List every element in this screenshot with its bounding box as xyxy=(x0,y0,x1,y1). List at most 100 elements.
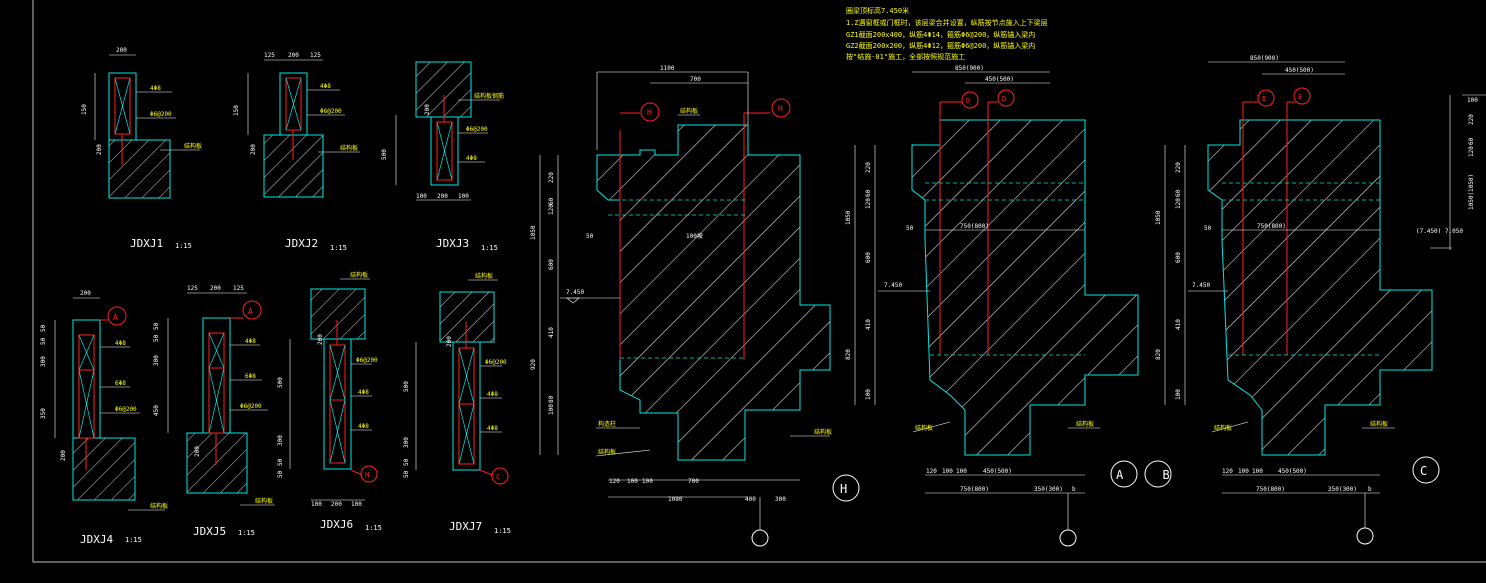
detail-title: JDXJ7 xyxy=(449,520,482,533)
dim: 200 xyxy=(80,290,91,297)
general-notes: 圈梁顶标高7.450米 1.Z遇窗框或门框时，该层梁合并设置，纵筋按节点施入上下… xyxy=(846,6,1048,61)
dim: 50 xyxy=(153,334,160,342)
detail-jdxj4[interactable]: A 200 50 50 300 350 200 4Φ8 6Φ8 Φ6@200 结… xyxy=(40,290,168,546)
detail-jdxj3[interactable]: 500 100 200 100 200 结构板钢筋 Φ6@200 4Φ8 JDX… xyxy=(381,61,504,252)
axis-circle-bottom xyxy=(751,529,769,547)
dim: 350(300) xyxy=(1328,486,1357,493)
dim: 750(800) xyxy=(1256,486,1285,493)
dim: 300 xyxy=(403,437,410,448)
dim: 920 xyxy=(530,359,537,370)
dim: 100 xyxy=(1252,468,1263,475)
axis-label: E xyxy=(1298,93,1302,101)
dim: 750(800) xyxy=(960,486,989,493)
dim: 750(800) xyxy=(960,223,989,230)
dim: 100 xyxy=(642,478,653,485)
leader-label: 结构板 xyxy=(340,144,358,152)
dim: 200 xyxy=(331,501,342,508)
slab-section xyxy=(310,288,366,340)
axis-label-h: H xyxy=(840,482,847,496)
axis-label: A xyxy=(248,307,253,316)
dim: 500 xyxy=(277,377,284,388)
dim: 600 xyxy=(548,259,555,270)
axis-bubble xyxy=(491,467,509,485)
axis-bubble xyxy=(961,91,979,109)
section-c[interactable]: E E 850(900) 450(500) 220 60 120 1050 60… xyxy=(1155,55,1440,545)
dim: 400 xyxy=(745,496,756,503)
axis-label-c: C xyxy=(1420,464,1427,478)
dim: 50 xyxy=(906,225,914,232)
axis-label: H xyxy=(647,108,652,117)
rebar-label: 4Φ8 xyxy=(487,425,498,432)
dim: 300 xyxy=(153,355,160,366)
dim: 200 xyxy=(96,144,103,155)
slope-label: 100坡 xyxy=(686,232,703,240)
dim: 200 xyxy=(288,52,299,59)
dim: 100 xyxy=(1175,389,1182,400)
dim: 100 xyxy=(1238,468,1249,475)
dim: 125 xyxy=(187,285,198,292)
stirrup xyxy=(208,332,225,434)
dim: 220 xyxy=(865,162,872,173)
section-h[interactable]: 1100 700 220 60 120 1050 600 410 920 80 … xyxy=(530,65,860,547)
leader-label: 结构板 xyxy=(255,497,273,505)
rebar-label: 4Φ8 xyxy=(115,340,126,347)
dim: 850(900) xyxy=(955,65,984,72)
dim: 125 xyxy=(264,52,275,59)
note-line-0: 圈梁顶标高7.450米 xyxy=(846,6,909,15)
axis-bubble xyxy=(242,300,262,320)
section-ab[interactable]: D D 850(900) 450(500) 220 60 120 1050 60… xyxy=(845,65,1186,547)
dim: 200 xyxy=(424,104,431,115)
dim: 100 xyxy=(1467,97,1478,104)
detail-title: JDXJ1 xyxy=(130,237,163,250)
detail-jdxj1[interactable]: 200 150 200 4Φ8 Φ6@200 结构板 JDXJ1 1:15 xyxy=(81,47,202,250)
dim: 120 xyxy=(926,468,937,475)
detail-scale: 1:15 xyxy=(175,242,192,250)
detail-jdxj7[interactable]: C 500 300 50 50 200 结构板 Φ6@200 4Φ8 4Φ8 J… xyxy=(403,272,511,535)
axis-label-ab: A B xyxy=(1116,468,1186,482)
dim: 410 xyxy=(865,319,872,330)
dim: 100 xyxy=(351,501,362,508)
dim: 60 xyxy=(548,197,555,205)
dim: 100 xyxy=(458,193,469,200)
dim: 200 xyxy=(250,144,257,155)
detail-jdxj6[interactable]: H 500 300 50 50 100 200 100 200 结构板 Φ6@2… xyxy=(277,271,382,532)
dim: 1050 xyxy=(845,210,852,225)
axis-bubble xyxy=(997,89,1015,107)
dim: 150 xyxy=(81,104,88,115)
dim: 100 xyxy=(548,404,555,415)
dim: 125 xyxy=(310,52,321,59)
section-partial-right[interactable]: 100 220 60 120 1050(1050) (7.450) 7.050 xyxy=(1416,94,1486,250)
beam-section xyxy=(202,317,231,434)
rebar-label: Φ6@200 xyxy=(240,403,262,410)
dim: 50 xyxy=(403,458,410,466)
rebar-label: 4Φ8 xyxy=(245,338,256,345)
beam-section xyxy=(72,319,101,439)
note-line-3: GZ2截面200x200，纵筋4Φ12，箍筋Φ6@200，纵筋锚入梁内 xyxy=(846,41,1035,50)
axis-bubble xyxy=(771,98,791,118)
dim: 50 xyxy=(403,470,410,478)
dim: 820 xyxy=(845,349,852,360)
dim: 750(800) xyxy=(1257,223,1286,230)
detail-jdxj5[interactable]: A 125 200 125 50 50 300 450 200 4Φ8 6Φ8 … xyxy=(153,285,275,538)
axis-bubble xyxy=(640,102,660,122)
dim: 1050 xyxy=(1155,210,1162,225)
dim: 300 xyxy=(775,496,786,503)
dim: 60 xyxy=(865,189,872,197)
dim: 120 xyxy=(1468,146,1475,157)
detail-title: JDXJ3 xyxy=(436,237,469,250)
beam-section xyxy=(452,341,481,471)
leader-label: 结构板钢筋 xyxy=(474,92,504,100)
axis-bubble xyxy=(1293,87,1311,105)
dim: 220 xyxy=(1468,114,1475,125)
dim: 600 xyxy=(1175,252,1182,263)
dim: 100 xyxy=(865,389,872,400)
axis-circle-b xyxy=(1144,460,1172,488)
stirrup xyxy=(329,344,346,464)
dim: 820 xyxy=(1155,349,1162,360)
rebar-label: Φ6@200 xyxy=(320,108,342,115)
detail-title: JDXJ5 xyxy=(193,525,226,538)
dim: 60 xyxy=(1468,137,1475,145)
leader-label: 结构板 xyxy=(150,502,168,510)
detail-jdxj2[interactable]: 125 200 125 150 200 4Φ8 Φ6@200 结构板 JDXJ2… xyxy=(233,52,360,252)
